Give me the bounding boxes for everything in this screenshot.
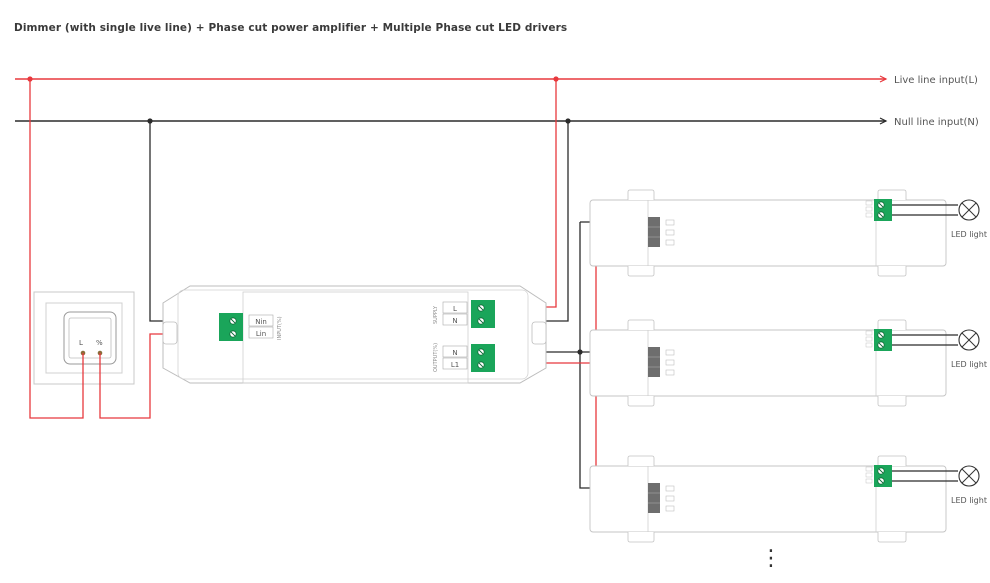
input-group-label: INPUT(%) (277, 316, 283, 340)
output-terminal-l1: L1 (451, 361, 459, 369)
driver-output-terminal (865, 199, 892, 221)
null-line (15, 117, 888, 125)
led-light-icon (958, 329, 980, 351)
input-terminal-nin: Nin (255, 318, 267, 326)
dimmer: L % (33, 291, 135, 385)
led-light-icon (958, 199, 980, 221)
driver-output-terminal (865, 465, 892, 487)
live-line (15, 75, 888, 83)
led-driver: LED light (589, 319, 987, 407)
supply-group-label: SUPPLY (433, 305, 439, 324)
dimmer-l-label: L (79, 339, 83, 347)
dimmer-pct-label: % (96, 339, 103, 347)
diagram-title: Dimmer (with single live line) + Phase c… (14, 22, 568, 34)
supply-terminal-n: N (452, 317, 457, 325)
driver-output-terminal (865, 329, 892, 351)
driver-input-terminal (648, 347, 675, 377)
more-drivers-indicator: ⋮ (760, 546, 782, 571)
power-amplifier: Nin Lin INPUT(%) L N SUPPLY N L1 OUTPUT(… (162, 285, 547, 384)
live-line-label: Live line input(L) (894, 75, 978, 86)
driver-input-terminal (648, 483, 675, 513)
output-group-label: OUTPUT(%) (433, 343, 439, 372)
led-light-icon (958, 465, 980, 487)
led-driver: LED light (589, 189, 987, 277)
amplifier-input-terminal (219, 313, 243, 341)
input-terminal-lin: Lin (256, 330, 266, 338)
led-light-label: LED light (951, 230, 987, 239)
amplifier-output-terminal (471, 344, 495, 372)
null-line-label: Null line input(N) (894, 117, 979, 128)
amplifier-supply-terminal (471, 300, 495, 328)
driver-input-terminal (648, 217, 675, 247)
supply-terminal-l: L (453, 305, 457, 313)
output-terminal-n: N (452, 349, 457, 357)
led-light-label: LED light (951, 496, 987, 505)
led-driver: LED light (589, 455, 987, 543)
led-light-label: LED light (951, 360, 987, 369)
